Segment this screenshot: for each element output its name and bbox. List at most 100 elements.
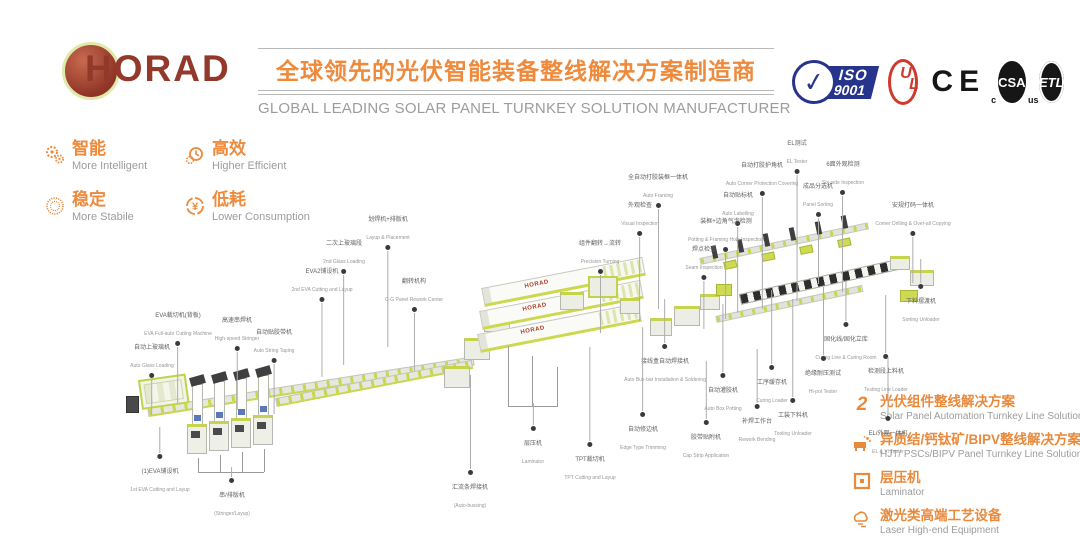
feature-title-cn: 低耗 <box>212 189 246 209</box>
label-dot-icon <box>597 269 603 274</box>
csa-badge-icon: CSA c us <box>991 61 1039 105</box>
label-dot-icon <box>790 398 796 403</box>
bracket-line <box>198 472 264 473</box>
leader-line <box>639 237 641 321</box>
label-dot-icon <box>759 191 765 196</box>
framing-machine <box>588 276 618 298</box>
label-dot-icon <box>319 297 325 302</box>
label-dot-icon <box>341 269 347 274</box>
leader-line <box>725 253 727 319</box>
label-dot-icon <box>701 275 707 280</box>
label-dot-icon <box>840 190 846 195</box>
title-rule-top <box>258 48 774 49</box>
leader-line <box>236 352 238 410</box>
legend-label-en: Laminator <box>880 486 925 499</box>
leader-line <box>822 287 824 355</box>
leader-line <box>321 303 323 377</box>
hjt-machine-icon <box>854 436 871 452</box>
leader-line <box>771 290 773 364</box>
machine-block <box>560 292 584 310</box>
leader-line <box>469 375 471 469</box>
knurled-circle-icon <box>46 197 64 215</box>
feature-title-en: Lower Consumption <box>212 210 314 226</box>
label-dot-icon <box>587 442 593 447</box>
machine-block <box>716 284 732 296</box>
feature-list: 智能 More Intelligent 高效 Higher Efficient … <box>44 139 344 226</box>
label-dot-icon <box>703 420 709 425</box>
stringer-cabinet <box>253 415 273 445</box>
diagram-label: EVA裁切机(背板)EVA Full-auto Cutting Machine <box>144 313 212 337</box>
feature-intelligent: 智能 More Intelligent <box>44 139 184 175</box>
legend: 2 光伏组件整线解决方案 Solar Panel Automation Turn… <box>852 394 1080 537</box>
laminator-brand-text: HORAD <box>520 325 546 336</box>
page-title-en-text: GLOBAL LEADING SOLAR PANEL TURNKEY SOLUT… <box>258 100 791 117</box>
leader-line <box>920 259 922 283</box>
gears-icon <box>46 146 64 164</box>
feature-efficient: 高效 Higher Efficient <box>184 139 344 175</box>
bracket-line <box>264 449 265 472</box>
leader-line <box>887 357 889 415</box>
leader-line <box>231 467 233 477</box>
label-dot-icon <box>640 412 646 417</box>
diagram-label: 汇流条焊接机(Auto-bussing) <box>451 485 489 509</box>
feature-title-cn: 高效 <box>212 139 246 158</box>
legend-item-turnkey: 2 光伏组件整线解决方案 Solar Panel Automation Turn… <box>852 394 1080 423</box>
unloader-station <box>890 256 910 270</box>
leader-line <box>796 175 798 301</box>
leader-line <box>845 281 847 321</box>
svg-text:¥: ¥ <box>192 201 199 213</box>
stringer-cabinet <box>187 424 207 454</box>
leader-line <box>722 304 724 372</box>
laser-icon <box>853 511 868 528</box>
bracket-line <box>508 346 509 406</box>
feature-low-consumption: ¥ 低耗 Lower Consumption <box>184 189 344 226</box>
leader-line <box>273 364 275 414</box>
label-dot-icon <box>794 169 800 174</box>
ul-u: U <box>900 65 912 82</box>
label-dot-icon <box>467 470 473 475</box>
page-title-cn: 全球领先的光伏智能装备整线解决方案制造商 <box>276 58 756 84</box>
leader-line <box>151 379 153 415</box>
leader-line <box>664 299 666 343</box>
label-dot-icon <box>883 354 889 359</box>
trimming-station <box>650 318 672 336</box>
leader-line <box>159 427 161 453</box>
etl-text: ETL <box>1038 74 1064 90</box>
legend-label-cn: 层压机 <box>880 470 921 486</box>
label-dot-icon <box>271 358 277 363</box>
bracket-line <box>220 455 221 472</box>
label-dot-icon <box>234 346 240 351</box>
gear-clock-icon <box>185 147 203 165</box>
diagram-callout: EVA裁切机(背板)EVA Full-auto Cutting Machine <box>144 304 212 403</box>
leader-line <box>792 299 794 397</box>
certifications: ✓ ISO 9001 U L CE CSA c us ETL <box>789 56 1064 108</box>
